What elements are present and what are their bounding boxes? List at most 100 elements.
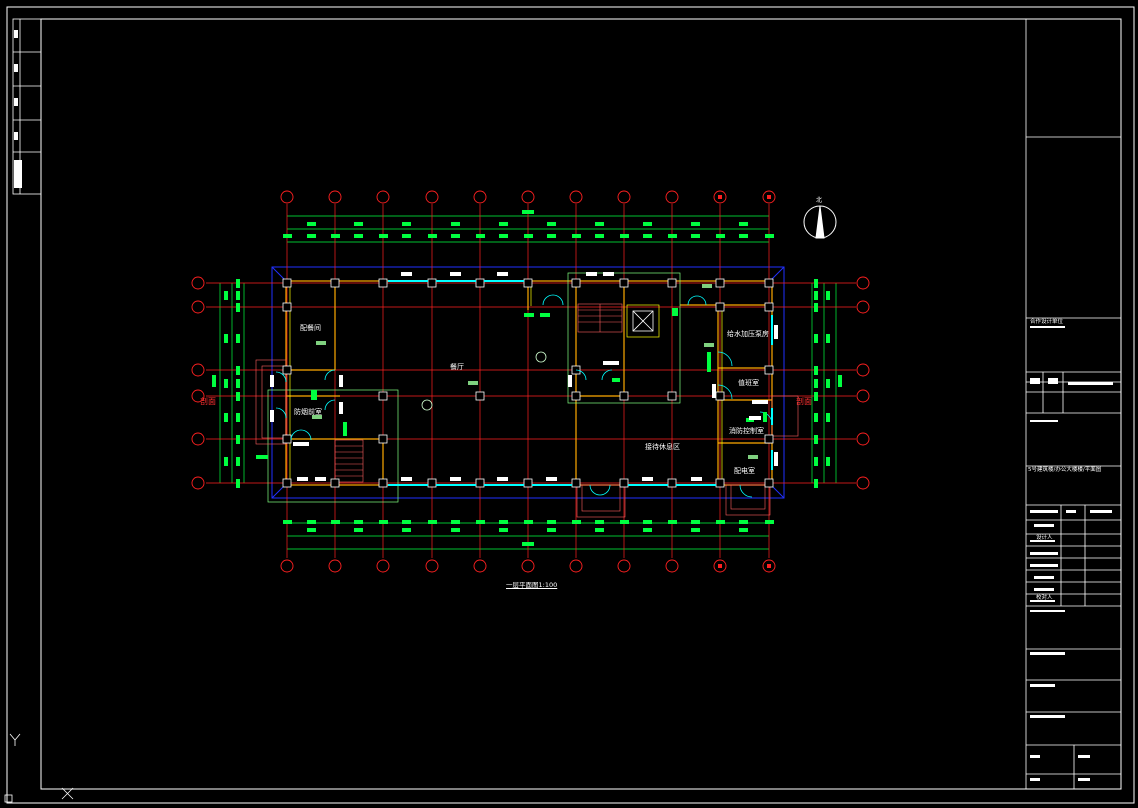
dim-mark-bot1-9 <box>739 520 748 524</box>
ucs-icon <box>4 733 74 803</box>
column-36 <box>715 302 725 312</box>
axis-bubble-h-5-0 <box>191 476 205 490</box>
dim-mark-top1-9 <box>739 222 748 226</box>
column-31 <box>764 365 774 375</box>
dim-mark-right2-0 <box>826 291 830 300</box>
north-arrow-icon <box>803 205 837 239</box>
column-7 <box>427 478 437 488</box>
dim-mark-bot3-3 <box>428 520 437 524</box>
column-24 <box>571 391 581 401</box>
dim-mark-top3-0 <box>283 234 292 238</box>
room-label-duty-room: 值班室 <box>738 379 759 387</box>
dim-total-left <box>212 375 216 387</box>
dim-mark-bot2-6 <box>595 528 604 532</box>
dim-mark-bot1-2 <box>402 520 411 524</box>
dim-mark-bot1-4 <box>499 520 508 524</box>
dim-mark-right3-1 <box>814 303 818 312</box>
dim-mark-top1-0 <box>307 222 316 226</box>
title-block-designer-unit: 合作设计单位 <box>1030 319 1064 325</box>
dim-mark-top3-10 <box>765 234 774 238</box>
dim-mark-bot3-8 <box>668 520 677 524</box>
axis-bubble-h-5-1 <box>856 476 870 490</box>
dim-mark-bot1-6 <box>595 520 604 524</box>
axis-bubble-mark-10-0 <box>767 195 771 199</box>
dim-mark-bot2-8 <box>691 528 700 532</box>
column-21 <box>764 478 774 488</box>
dim-mark-top2-5 <box>547 234 556 238</box>
dim-mark-left1-3 <box>224 413 228 422</box>
dim-mark-bot3-1 <box>331 520 340 524</box>
axis-bubble-v-4-1 <box>473 559 487 573</box>
dim-mark-top2-3 <box>451 234 460 238</box>
axis-bubble-v-5-0 <box>521 190 535 204</box>
column-34 <box>282 302 292 312</box>
dim-mark-left1-1 <box>224 334 228 343</box>
dim-mark-bot1-7 <box>643 520 652 524</box>
dim-mark-right1-0 <box>814 291 818 300</box>
dim-mark-top2-9 <box>739 234 748 238</box>
stair <box>334 303 623 483</box>
dim-mark-right3-4 <box>814 435 818 444</box>
dim-mark-bot3-10 <box>765 520 774 524</box>
dim-mark-top2-1 <box>354 234 363 238</box>
dim-mark-bot3-0 <box>283 520 292 524</box>
column-18 <box>715 278 725 288</box>
column-11 <box>523 478 533 488</box>
axis-bubble-v-3-1 <box>425 559 439 573</box>
dim-mark-bot3-4 <box>476 520 485 524</box>
column-6 <box>427 278 437 288</box>
column-19 <box>715 478 725 488</box>
dim-mark-right1-2 <box>814 379 818 388</box>
dim-mark-top3-5 <box>524 234 533 238</box>
column-29 <box>715 391 725 401</box>
window-tags <box>270 272 778 481</box>
axis-bubble-v-8-0 <box>665 190 679 204</box>
dim-mark-bot2-4 <box>499 528 508 532</box>
dim-mark-right2-1 <box>826 334 830 343</box>
plan-green-mark-0 <box>524 313 534 317</box>
dim-mark-left3-2 <box>236 366 240 375</box>
axis-bubble-v-0-0 <box>280 190 294 204</box>
axis-bubble-v-2-0 <box>376 190 390 204</box>
column-12 <box>571 278 581 288</box>
dim-mark-top3-1 <box>331 234 340 238</box>
axis-bubble-h-3-1 <box>856 389 870 403</box>
walls <box>285 280 773 486</box>
dim-mark-top3-6 <box>572 234 581 238</box>
axis-bubble-mark-10-1 <box>767 564 771 568</box>
axis-bubble-mark-9-1 <box>718 564 722 568</box>
dim-mark-left3-4 <box>236 435 240 444</box>
room-label-power-room: 配电室 <box>734 467 755 475</box>
column-10 <box>523 278 533 288</box>
dim-mark-left3-3 <box>236 392 240 401</box>
dim-mark-top1-6 <box>595 222 604 226</box>
dim-total-top <box>522 210 534 214</box>
dim-mark-top2-6 <box>595 234 604 238</box>
column-15 <box>619 478 629 488</box>
plan-green-mark-3 <box>707 352 711 372</box>
axis-bubble-v-3-0 <box>425 190 439 204</box>
outer-frame <box>6 6 1135 804</box>
axis-bubble-v-6-1 <box>569 559 583 573</box>
drawing-title: 一层平面图1:100 <box>506 581 558 589</box>
doors <box>275 294 773 498</box>
column-9 <box>475 478 485 488</box>
dim-mark-right2-4 <box>826 457 830 466</box>
dim-mark-bot3-2 <box>379 520 388 524</box>
dim-mark-top3-7 <box>620 234 629 238</box>
dim-mark-bot2-9 <box>739 528 748 532</box>
dim-mark-left1-2 <box>224 379 228 388</box>
axis-bubble-v-8-1 <box>665 559 679 573</box>
axis-bubble-h-4-0 <box>191 432 205 446</box>
column-26 <box>667 391 677 401</box>
column-5 <box>378 478 388 488</box>
axis-bubble-h-3-0 <box>191 389 205 403</box>
dim-mark-right2-3 <box>826 413 830 422</box>
column-20 <box>764 278 774 288</box>
dim-mark-top3-4 <box>476 234 485 238</box>
dim-mark-left3-0 <box>236 279 240 288</box>
plan-green-mark-6 <box>343 422 347 436</box>
plan-green-mark-1 <box>540 313 550 317</box>
